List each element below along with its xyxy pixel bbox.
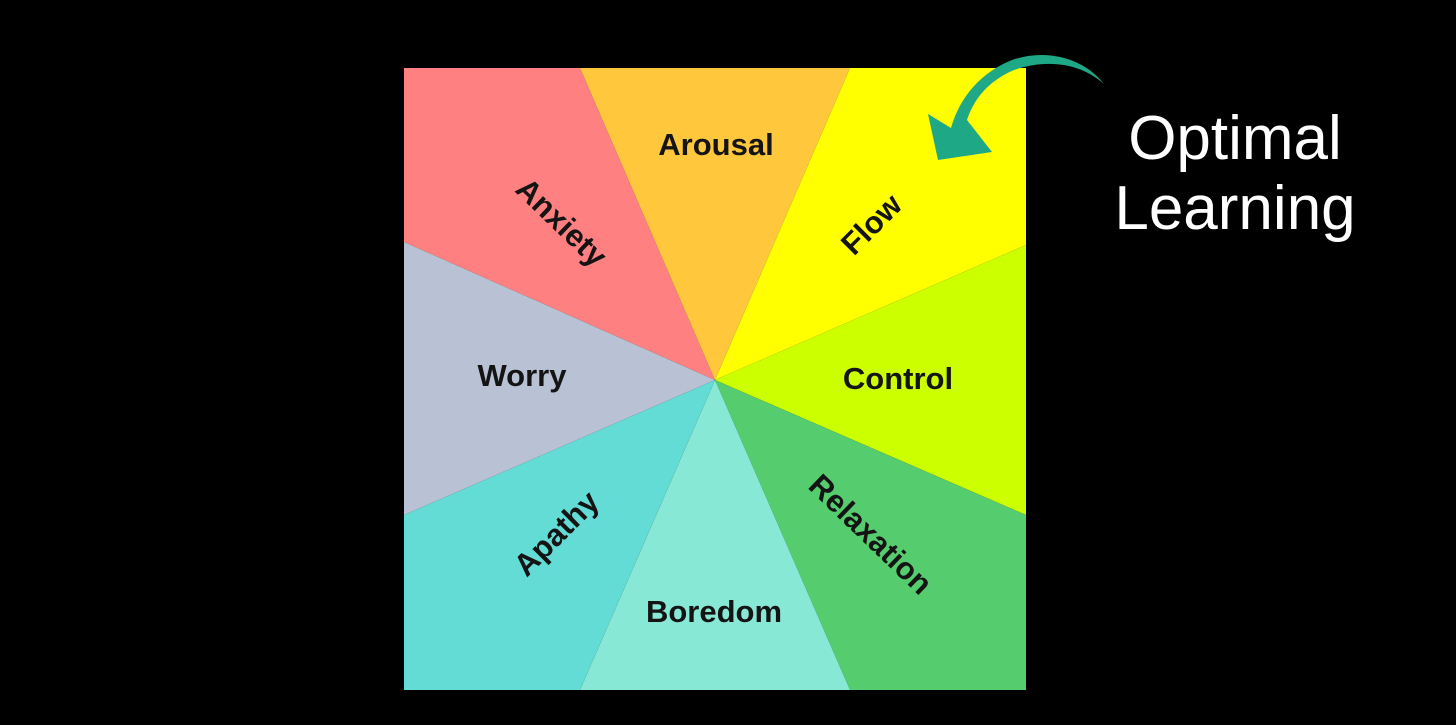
sector-relaxation — [715, 380, 1026, 690]
sector-label-arousal: Arousal — [658, 127, 773, 162]
sector-label-control: Control — [843, 361, 953, 396]
sector-control — [715, 245, 1026, 515]
sector-boredom — [580, 380, 850, 690]
callout-line-2: Learning — [1114, 174, 1356, 243]
callout-line-1: Optimal — [1128, 104, 1342, 173]
sector-anxiety — [404, 68, 715, 380]
callout-arrow — [928, 54, 1104, 160]
sector-label-boredom: Boredom — [646, 594, 782, 629]
sector-label-worry: Worry — [477, 358, 567, 393]
sector-worry — [404, 242, 715, 515]
sector-apathy — [404, 380, 715, 690]
optimal-learning-callout: Optimal Learning — [1080, 104, 1390, 244]
sector-arousal — [580, 68, 850, 380]
